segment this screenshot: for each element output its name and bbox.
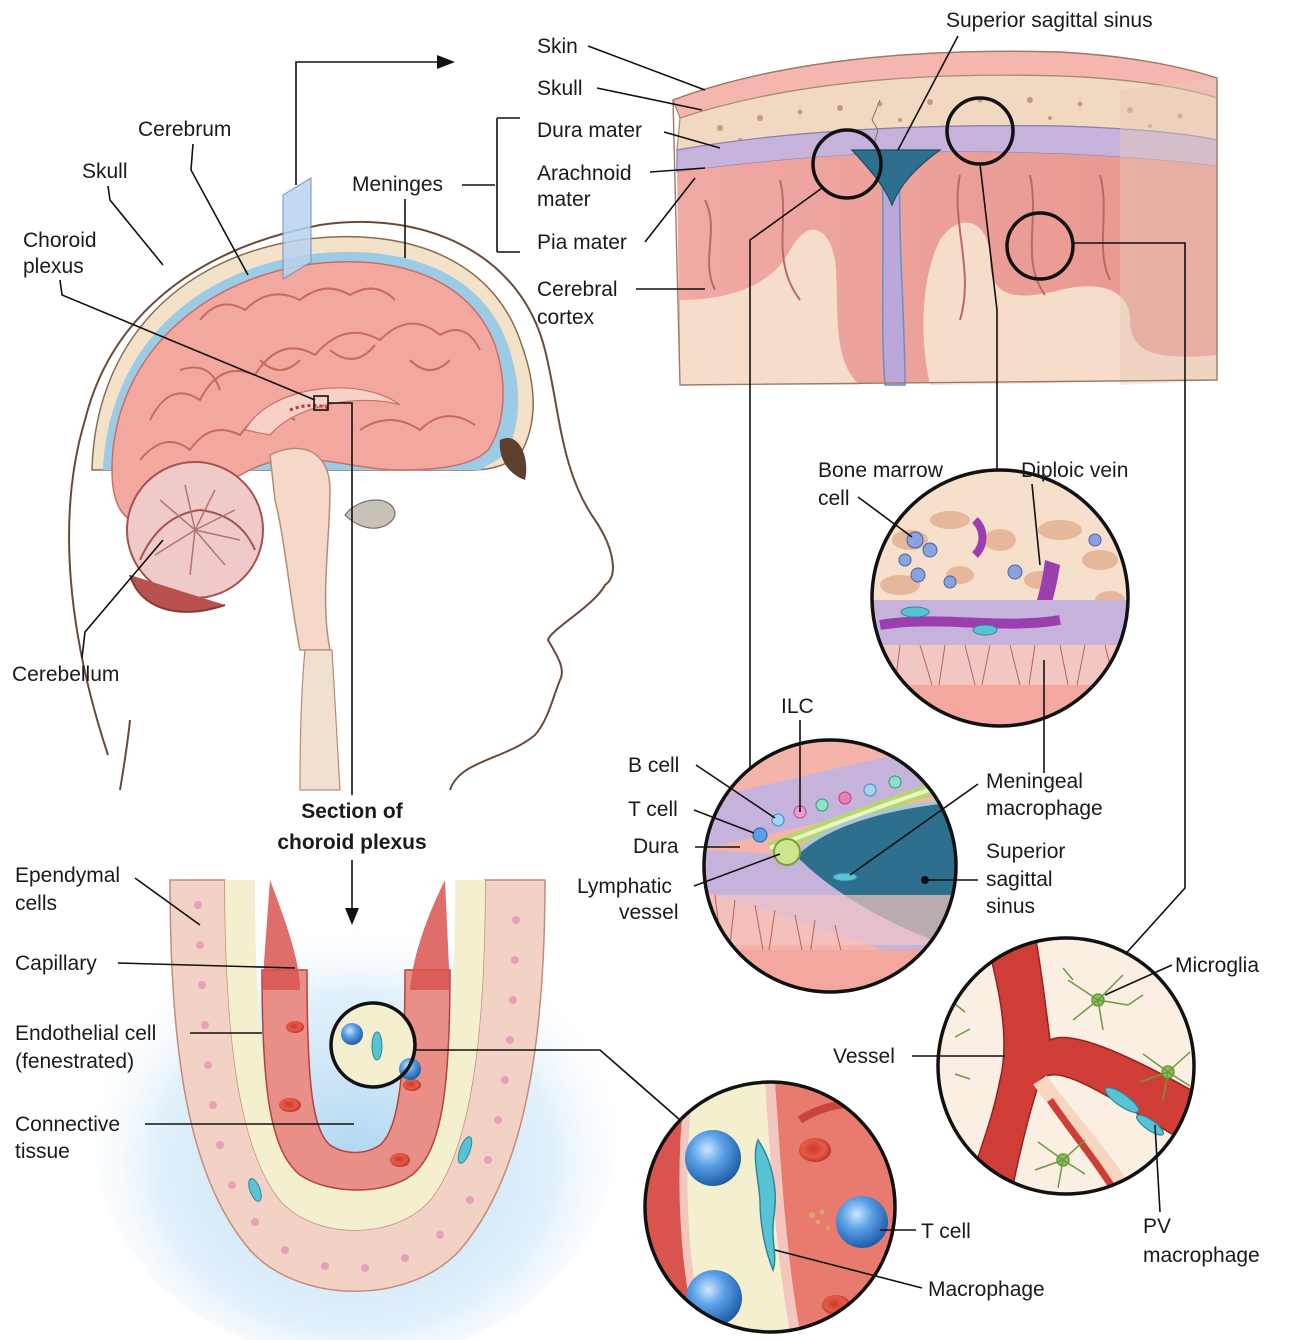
inset-parenchyma (935, 935, 1200, 1200)
label-capillary: Capillary (15, 952, 97, 975)
label-bone-marrow-2: cell (818, 487, 850, 510)
label-sinus-2: sagittal (986, 868, 1053, 891)
label-meningeal-1: Meningeal (986, 770, 1083, 793)
label-meninges: Meninges (352, 173, 443, 196)
block-side (1120, 78, 1217, 385)
section-title-1: Section of (301, 800, 404, 823)
label-sinus-3: sinus (986, 895, 1035, 918)
label-dura-mater: Dura mater (537, 119, 642, 142)
label-sinus-1: Superior (986, 840, 1065, 863)
label-connective-2: tissue (15, 1140, 70, 1163)
label-superior-sagittal-sinus: Superior sagittal sinus (946, 9, 1153, 32)
label-skull-block: Skull (537, 77, 583, 100)
label-choroid-1: Choroid (23, 229, 97, 252)
label-bone-marrow-1: Bone marrow (818, 459, 944, 482)
plane-arrow (296, 62, 440, 185)
label-dura: Dura (633, 835, 679, 858)
label-arachnoid-1: Arachnoid (537, 162, 632, 185)
coronal-block (673, 51, 1217, 385)
label-b-cell: B cell (628, 754, 679, 777)
spinal-column (300, 650, 340, 790)
slice-plane (283, 178, 311, 279)
label-choroid-2: plexus (23, 255, 84, 278)
label-microglia: Microglia (1175, 954, 1259, 977)
label-ependymal-1: Ependymal (15, 864, 120, 887)
neck-outline (120, 720, 130, 790)
inset-choroid (645, 1082, 895, 1332)
label-macrophage: Macrophage (928, 1278, 1045, 1301)
section-title-2: choroid plexus (277, 831, 426, 854)
label-vessel: Vessel (833, 1045, 895, 1068)
label-arachnoid-2: mater (537, 188, 591, 211)
label-endothelial-1: Endothelial cell (15, 1022, 156, 1045)
label-diploic-vein: Diploic vein (1021, 459, 1128, 482)
label-cerebrum: Cerebrum (138, 118, 231, 141)
label-cerebral-2: cortex (537, 306, 595, 329)
label-meningeal-2: macrophage (986, 797, 1103, 820)
label-connective-1: Connective (15, 1113, 120, 1136)
brainstem (270, 448, 330, 650)
inset-sinus (700, 738, 960, 1010)
label-t-cell-sinus: T cell (628, 798, 678, 821)
label-ependymal-2: cells (15, 892, 57, 915)
label-cerebellum: Cerebellum (12, 663, 119, 686)
label-pv-2: macrophage (1143, 1244, 1260, 1267)
inset-bone-marrow (870, 470, 1130, 745)
label-cerebral-1: Cerebral (537, 278, 618, 301)
label-lymphatic-1: Lymphatic (577, 875, 672, 898)
label-pv-1: PV (1143, 1215, 1171, 1238)
label-endothelial-2: (fenestrated) (15, 1050, 134, 1073)
label-pia-mater: Pia mater (537, 231, 627, 254)
label-ilc: ILC (781, 695, 814, 718)
label-skull: Skull (82, 160, 128, 183)
head-illustration (69, 55, 613, 790)
label-skin: Skin (537, 35, 578, 58)
label-lymphatic-2: vessel (619, 901, 679, 924)
label-t-cell-choroid: T cell (921, 1220, 971, 1243)
